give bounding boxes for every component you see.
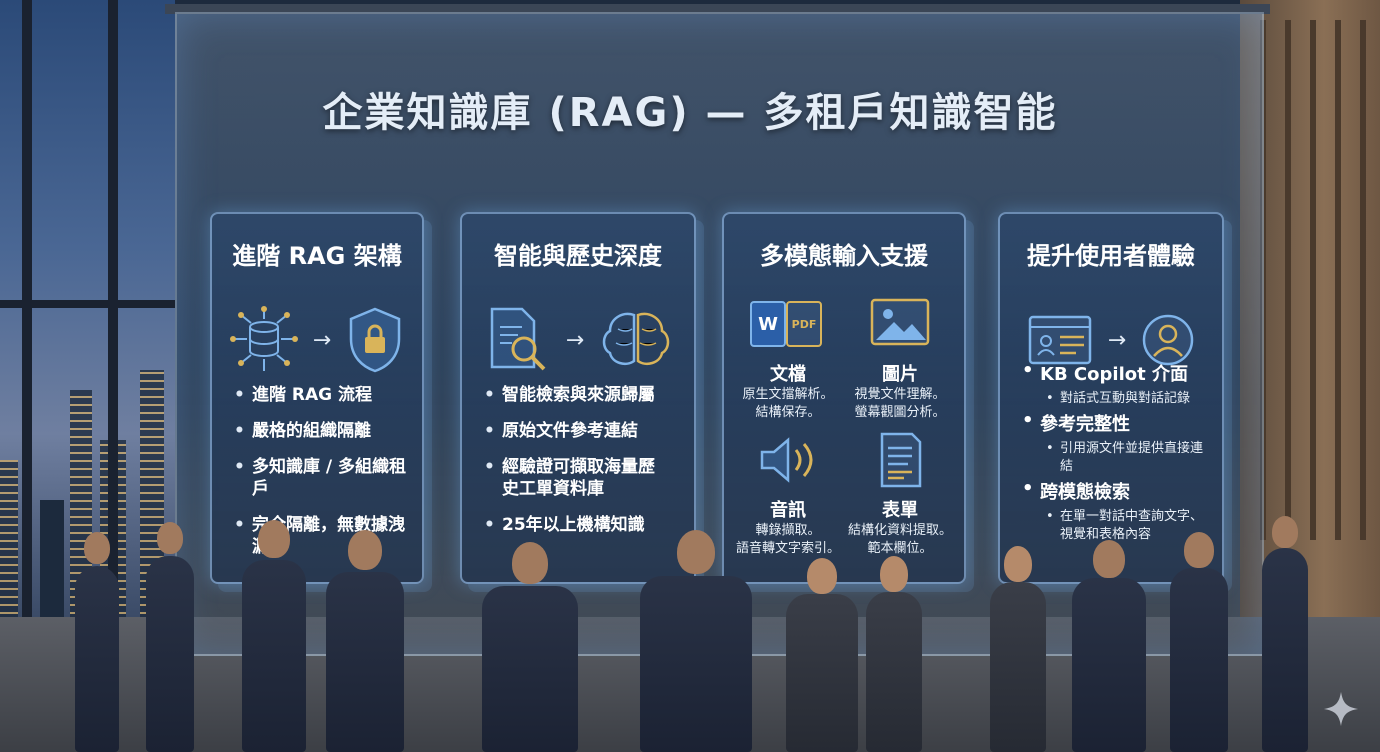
quad-sub: 原生文擋解析。 [742, 387, 834, 402]
arrow-right-icon: → [565, 327, 585, 353]
feature-title: 跨模態檢索 [1022, 478, 1210, 504]
person-silhouette [786, 558, 858, 752]
list-item: 智能檢索與來源歸屬 [482, 384, 680, 406]
quad-sub: 轉錄擷取。 [755, 523, 821, 538]
quad-audio: 音訊 轉錄擷取。 語音轉文字索引。 [728, 432, 848, 557]
panel-rag-architecture: 進階 RAG 架構 → 進階 [210, 212, 424, 584]
person-silhouette [482, 542, 578, 752]
list-item: 原始文件參考連結 [482, 420, 680, 442]
quad-sub: 結構保存。 [755, 404, 821, 420]
glass-frame [165, 4, 1270, 14]
person-silhouette [326, 530, 404, 752]
panel-user-experience: 提升使用者體驗 → KB Copilot 介面 對話式互動與對話記錄 參考完整性… [998, 212, 1224, 584]
image-icon [870, 298, 930, 346]
speaker-icon [760, 437, 813, 483]
quad-forms: 表單 結構化資料提取。 範本欄位。 [840, 432, 960, 557]
feature-list: 進階 RAG 流程 嚴格的組織隔離 多知識庫 / 多組織租戶 完全隔離，無數據洩… [232, 384, 408, 573]
list-item: 多知識庫 / 多組織租戶 [232, 456, 408, 500]
feature-sub: 在單一對話中查詢文字、視覺和表格內容 [1022, 508, 1210, 543]
quad-sub: 螢幕觀圖分析。 [854, 404, 946, 420]
quad-title: 表單 [882, 500, 918, 521]
id-card-icon [1028, 315, 1092, 365]
word-pdf-icon: W PDF [750, 301, 822, 347]
feature-reference: 參考完整性 引用源文件並提供直接連結 [1022, 410, 1210, 475]
feature-sub: 引用源文件並提供直接連結 [1022, 440, 1210, 475]
panel-multimodal-input: 多模態輸入支援 W PDF 文檔 原生文擋解析。 結構保存。 圖片 視覺文件理解… [722, 212, 966, 584]
person-silhouette [1072, 540, 1146, 752]
arrow-right-icon: → [1107, 327, 1127, 353]
brain-icon [602, 312, 670, 365]
list-item: 經驗證可擷取海量歷史工單資料庫 [482, 456, 680, 500]
person-silhouette [75, 532, 119, 752]
person-silhouette [242, 520, 306, 752]
feature-list: 智能檢索與來源歸屬 原始文件參考連結 經驗證可擷取海量歷史工單資料庫 25年以上… [482, 384, 680, 550]
person-silhouette [146, 522, 194, 752]
document-search-icon [490, 307, 546, 371]
panel-intelligence-history: 智能與歷史深度 → 智能檢索與來源歸屬 原始文件參考連結 經驗證可擷取海量歷史工… [460, 212, 696, 584]
arrow-right-icon: → [312, 327, 332, 353]
quad-documents: W PDF 文檔 原生文擋解析。 結構保存。 [728, 296, 848, 421]
panel-heading: 提升使用者體驗 [1027, 242, 1195, 270]
quad-sub: 語音轉文字索引。 [735, 540, 840, 556]
feature-copilot: KB Copilot 介面 對話式互動與對話記錄 [1022, 360, 1210, 408]
wood-wall [1240, 0, 1380, 620]
quad-images: 圖片 視覺文件理解。 螢幕觀圖分析。 [840, 296, 960, 421]
form-icon [880, 432, 922, 488]
quad-title: 文檔 [770, 364, 806, 385]
pdf-badge: PDF [792, 318, 817, 331]
list-item: 進階 RAG 流程 [232, 384, 408, 406]
person-silhouette [1170, 532, 1228, 752]
quad-title: 圖片 [882, 364, 918, 385]
person-silhouette [640, 530, 752, 752]
feature-crossmodal: 跨模態檢索 在單一對話中查詢文字、視覺和表格內容 [1022, 478, 1210, 543]
quad-sub: 結構化資料提取。 [847, 523, 952, 538]
person-silhouette [990, 546, 1046, 752]
shield-lock-icon [349, 307, 401, 373]
feature-sub: 對話式互動與對話記錄 [1022, 390, 1210, 408]
sparkle-icon [1323, 691, 1359, 727]
panel-heading: 智能與歷史深度 [494, 242, 662, 270]
list-item: 25年以上機構知識 [482, 514, 680, 536]
database-network-icon [229, 306, 298, 371]
list-item: 嚴格的組織隔離 [232, 420, 408, 442]
panel-heading: 進階 RAG 架構 [232, 242, 402, 270]
panel-heading: 多模態輸入支援 [760, 242, 928, 270]
person-silhouette [866, 556, 922, 752]
page-title: 企業知識庫 (RAG) — 多租戶知識智能 [322, 90, 1058, 136]
feature-title: KB Copilot 介面 [1022, 360, 1210, 386]
quad-sub: 視覺文件理解。 [854, 387, 946, 402]
quad-sub: 範本欄位。 [867, 540, 933, 556]
person-silhouette [1262, 516, 1308, 752]
word-badge: W [758, 314, 778, 335]
quad-title: 音訊 [770, 500, 806, 521]
feature-title: 參考完整性 [1022, 410, 1210, 436]
